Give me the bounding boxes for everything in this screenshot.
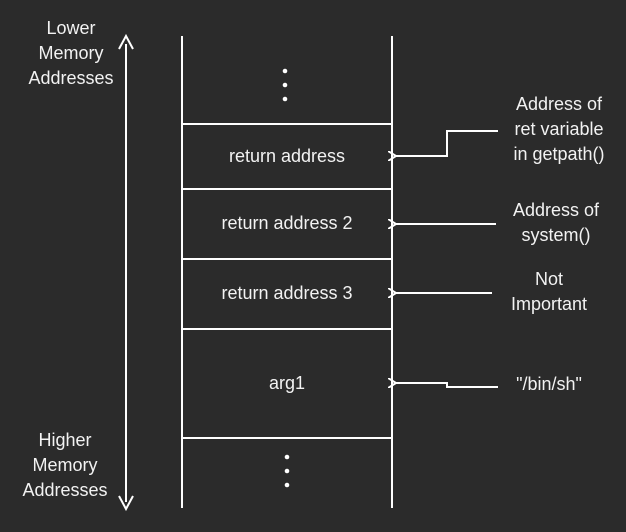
ellipsis-top-icon xyxy=(282,68,288,102)
stack-cell-return-address-3: return address 3 xyxy=(221,283,353,303)
stack-cell-borders xyxy=(182,123,392,439)
axis-arrow-up-icon xyxy=(118,33,134,50)
label-line: Addresses xyxy=(22,480,108,500)
axis-arrow-down-icon xyxy=(118,495,134,512)
annotation-line: Important xyxy=(510,294,588,314)
label-line: Higher xyxy=(38,430,92,450)
annotation-not-important: Not Important xyxy=(479,267,619,317)
annotation-system: Address of system() xyxy=(486,198,626,248)
label-line: Memory xyxy=(38,43,104,63)
arrow-to-return-address-icon xyxy=(396,130,498,156)
ellipsis-bottom-icon xyxy=(284,454,290,488)
memory-direction-axis xyxy=(118,33,134,512)
stack-cell-return-address-2: return address 2 xyxy=(221,213,353,233)
annotation-ret-variable: Address of ret variable in getpath() xyxy=(489,92,626,167)
stack-cell-return-address: return address xyxy=(228,146,346,166)
arrow-to-arg1-icon xyxy=(396,383,498,388)
annotation-bin-sh: "/bin/sh" xyxy=(479,372,619,397)
annotation-line: Address of xyxy=(515,94,603,114)
annotation-line: Not xyxy=(534,269,563,289)
stack-cell-arg1: arg1 xyxy=(268,373,306,393)
annotation-line: Address of xyxy=(512,200,600,220)
label-line: Memory xyxy=(32,455,98,475)
label-line: Addresses xyxy=(28,68,114,88)
annotation-line: in getpath() xyxy=(513,144,605,164)
higher-memory-label: Higher Memory Addresses xyxy=(0,428,130,503)
label-line: Lower xyxy=(46,18,96,38)
annotation-line: ret variable xyxy=(514,119,604,139)
lower-memory-label: Lower Memory Addresses xyxy=(6,16,136,91)
annotation-line: "/bin/sh" xyxy=(516,374,582,394)
annotation-line: system() xyxy=(521,225,591,245)
